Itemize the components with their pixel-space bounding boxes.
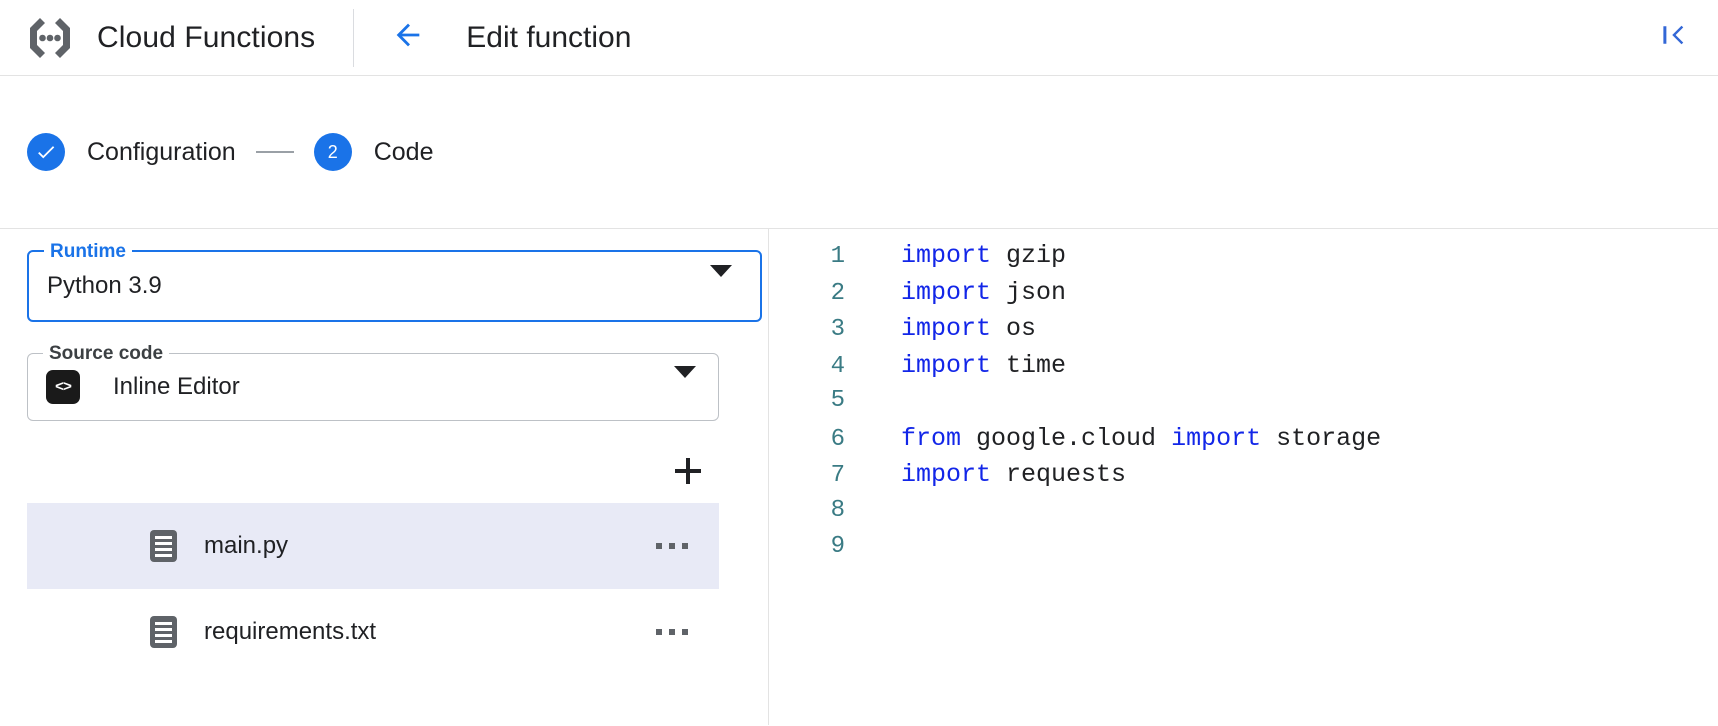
collapse-panel-icon (1659, 20, 1689, 55)
file-menu-button[interactable] (652, 533, 692, 559)
code-line-text: import requests (901, 460, 1126, 489)
back-button[interactable] (385, 15, 431, 61)
source-code-label: Source code (43, 343, 170, 365)
code-keyword: import (901, 314, 992, 343)
inline-code-editor[interactable]: 1 import gzip 2 import json 3 import os 4 impor… (769, 229, 1718, 725)
source-code-value: Inline Editor (113, 373, 240, 400)
code-token: requests (991, 460, 1127, 489)
file-name: requirements.txt (204, 618, 377, 645)
product-name: Cloud Functions (97, 20, 316, 54)
code-line-text: import json (901, 278, 1066, 307)
code-line-text: import gzip (901, 241, 1066, 270)
stepper-connector (255, 151, 294, 153)
file-icon (150, 616, 177, 648)
page-title: Edit function (466, 20, 632, 54)
more-horizontal-icon-dot (669, 629, 675, 635)
line-number: 6 (830, 425, 845, 453)
code-keyword: import (901, 277, 992, 307)
header-actions (1654, 18, 1718, 58)
chevron-down-icon (710, 265, 732, 294)
more-horizontal-icon-dot (682, 543, 688, 549)
brand[interactable]: Cloud Functions (0, 0, 315, 75)
cloud-functions-logo-icon (22, 10, 78, 66)
step-code-marker: 2 (313, 133, 352, 171)
more-horizontal-icon-dot (669, 543, 675, 549)
line-number: 2 (830, 279, 845, 307)
line-number: 7 (830, 462, 845, 489)
code-line-text: import time (901, 351, 1066, 380)
line-number: 4 (830, 352, 845, 380)
code-token: google.cloud (961, 423, 1172, 453)
code-token: os (991, 314, 1037, 343)
line-number: 8 (830, 496, 845, 524)
step-code[interactable]: 2 Code (313, 133, 434, 171)
chevron-down-icon (674, 366, 696, 395)
arrow-left-icon (391, 18, 425, 57)
runtime-dropdown-arrow[interactable] (710, 265, 732, 295)
left-pane: Runtime Python 3.9 ? Source code <> Inli… (0, 229, 819, 725)
body-area: Runtime Python 3.9 ? Source code <> Inli… (0, 229, 1718, 725)
step-configuration-label: Configuration (87, 137, 236, 166)
line-number: 1 (830, 243, 845, 270)
file-list-item-requirements-txt[interactable]: requirements.txt (27, 589, 719, 675)
code-keyword: from (901, 423, 962, 453)
step-configuration[interactable]: Configuration (27, 133, 236, 171)
runtime-select[interactable]: Runtime Python 3.9 (27, 241, 762, 322)
more-horizontal-icon-dot (682, 629, 688, 635)
code-line: 5 (769, 387, 1718, 424)
code-token: gzip (991, 241, 1067, 270)
add-file-button[interactable] (666, 449, 710, 493)
file-toolbar (27, 439, 719, 503)
code-keyword: import (901, 241, 992, 270)
code-token: json (991, 277, 1067, 307)
code-brackets-icon: <> (46, 370, 80, 404)
runtime-value: Python 3.9 (47, 272, 162, 299)
step-configuration-marker (27, 133, 65, 171)
more-horizontal-icon-dot (656, 543, 662, 549)
code-token: storage (1261, 423, 1382, 453)
file-menu-button[interactable] (652, 619, 692, 645)
code-line: 8 (769, 497, 1718, 534)
step-code-label: Code (373, 137, 434, 166)
file-icon (150, 530, 177, 562)
header-divider (353, 8, 355, 67)
file-list-item-main-py[interactable]: main.py (27, 503, 719, 589)
code-line: 7 import requests (769, 460, 1718, 497)
file-name: main.py (204, 532, 289, 559)
code-keyword: import (901, 460, 992, 489)
code-line: 3 import os (769, 314, 1718, 351)
line-number: 3 (830, 316, 845, 343)
runtime-label: Runtime (44, 241, 132, 263)
code-token: time (991, 350, 1067, 380)
code-keyword: import (1171, 423, 1262, 453)
code-keyword: import (901, 350, 992, 380)
code-line: 1 import gzip (769, 241, 1718, 278)
line-number: 5 (830, 387, 845, 414)
source-code-dropdown-arrow[interactable] (674, 366, 696, 396)
code-line-text: from google.cloud import storage (901, 424, 1381, 453)
app-header: Cloud Functions Edit function (0, 0, 1718, 76)
line-number: 9 (830, 533, 845, 560)
code-line: 6 from google.cloud import storage (769, 424, 1718, 461)
code-line: 9 (769, 533, 1718, 570)
wizard-stepper: Configuration 2 Code (0, 76, 1718, 229)
source-code-select[interactable]: Source code <> Inline Editor (27, 343, 719, 421)
code-line: 4 import time (769, 351, 1718, 388)
file-list: main.py requirements.txt (27, 503, 719, 675)
code-line: 2 import json (769, 278, 1718, 315)
collapse-panel-button[interactable] (1654, 18, 1694, 58)
code-line-text: import os (901, 314, 1036, 343)
more-horizontal-icon-dot (656, 629, 662, 635)
